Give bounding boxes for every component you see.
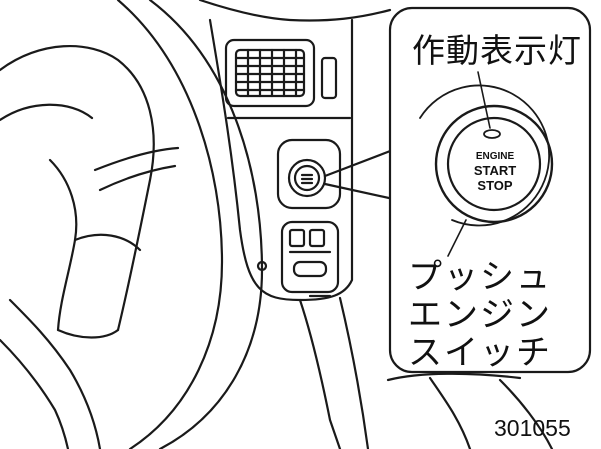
- center-panel: [208, 18, 354, 302]
- small-switch-housing: [276, 138, 342, 210]
- button-face: [446, 116, 542, 212]
- indicator-lamp: [483, 129, 501, 139]
- switch-label-line2: エンジン: [408, 295, 552, 335]
- small-engine-switch: [287, 158, 327, 198]
- lower-console: [298, 298, 342, 449]
- switch-leader: [447, 219, 467, 257]
- callout-leader: [323, 146, 400, 202]
- button-engine-text: ENGINE: [475, 151, 515, 162]
- indicator-leader: [477, 71, 491, 129]
- figure-number: 301055: [494, 415, 571, 441]
- steering-wheel-rim: [148, 0, 264, 449]
- lower-switch-panel: [280, 220, 340, 294]
- air-vent: [224, 38, 316, 108]
- switch-label-line1: プッシュ: [408, 257, 552, 297]
- button-bezel: [434, 104, 554, 224]
- dashboard-edge: [198, 0, 392, 22]
- turn-signal-stalk: [93, 146, 180, 172]
- button-start-text: START: [473, 163, 517, 178]
- steering-wheel-hub: [0, 45, 155, 332]
- callout-box: [388, 6, 592, 374]
- button-stop-text: STOP: [477, 178, 513, 193]
- switch-label-line3: スイッチ: [408, 333, 552, 373]
- indicator-label: 作動表示灯: [412, 31, 582, 70]
